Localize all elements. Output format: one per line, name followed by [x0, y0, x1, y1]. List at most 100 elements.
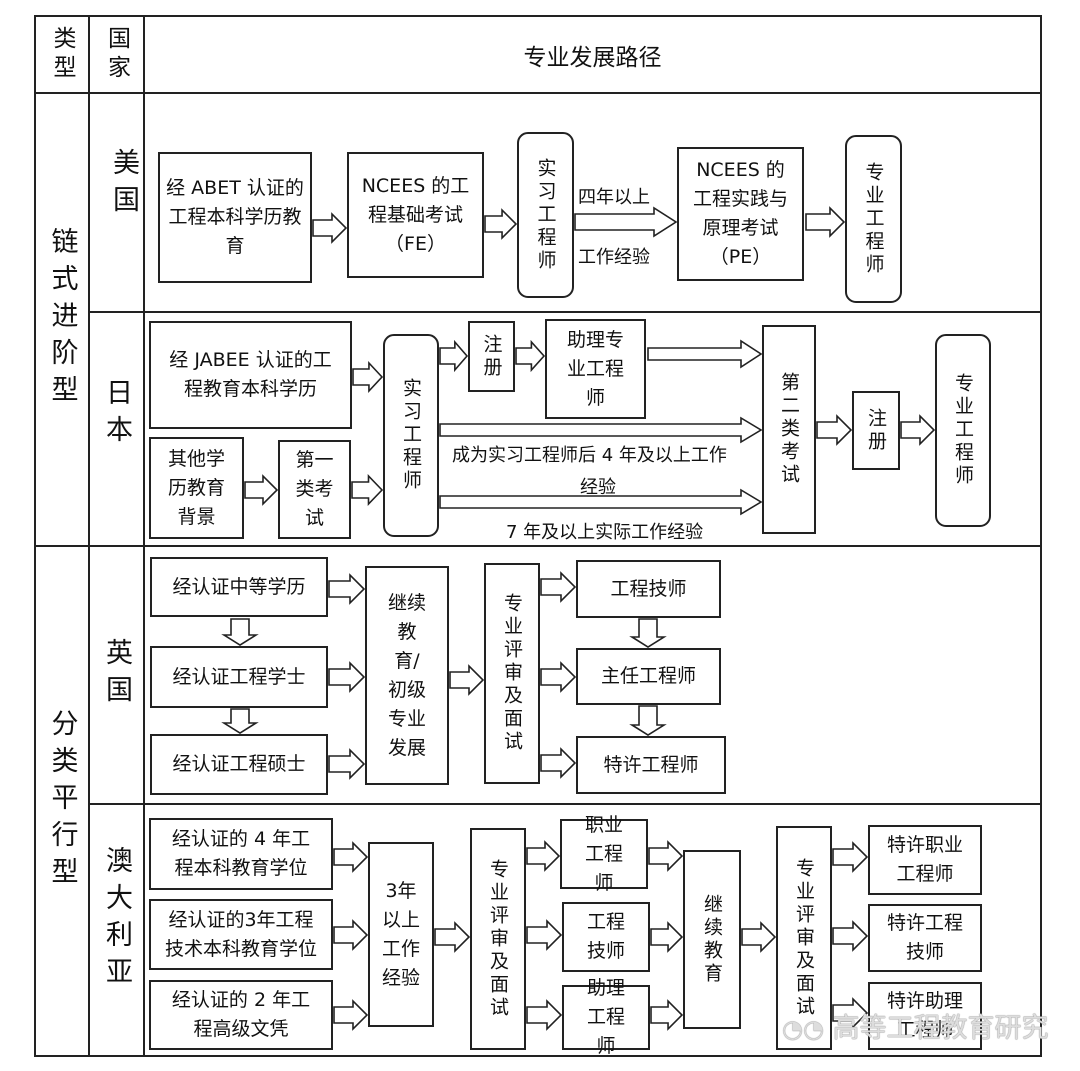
country-australia: 澳大利亚	[101, 846, 132, 994]
au-chartered-tech-box: 特许工程技师	[868, 904, 982, 972]
category-chain: 链式进阶型	[46, 227, 78, 412]
japan-assistant-box: 助理专业工程师	[545, 319, 646, 419]
arrow-au-experience-review	[434, 921, 471, 953]
table-border-bottom	[34, 1055, 1042, 1057]
arrow-uk-incorporated-chartered	[629, 705, 667, 736]
au-four-year-box: 经认证的 4 年工程本科教育学位	[149, 818, 333, 890]
arrow-au-two-experience	[333, 999, 369, 1031]
arrow-uk-cpd-review	[449, 664, 485, 696]
arrow-uk-secondary-bachelor	[221, 618, 259, 646]
arrow-uk-review-chartered	[540, 747, 577, 779]
arrow-au-review-chartered-tech	[832, 920, 869, 952]
au-continuing-box: 继续教育	[683, 850, 741, 1029]
col-divider-type-country	[88, 15, 90, 1057]
japan-path-mid: 成为实习工程师后 4 年及以上工作	[452, 445, 727, 466]
japan-register-box-1: 注册	[468, 321, 515, 392]
arrow-au-review-associate	[526, 999, 563, 1031]
usa-fe-box: NCEES 的工程基础考试（FE）	[347, 152, 484, 278]
arrow-au-three-experience	[333, 919, 369, 951]
arrow-japan-first-intern	[351, 474, 384, 506]
arrow-au-continuing-review	[741, 921, 777, 953]
arrow-japan-register-pro	[900, 414, 936, 446]
usa-exp-top: 四年以上	[578, 187, 650, 208]
arrow-usa-intern-pe	[574, 206, 678, 238]
wechat-icon: ◔◔	[782, 1015, 824, 1043]
uk-secondary-box: 经认证中等学历	[150, 557, 328, 617]
arrow-au-four-experience	[333, 841, 369, 873]
au-professional-box: 职业工程师	[560, 814, 648, 894]
arrow-usa-pe-pro	[805, 206, 846, 238]
uk-cpd-box: 继续教育/初级专业发展	[365, 566, 449, 785]
table-header-divider	[34, 92, 1042, 94]
japan-intern-box: 实习工程师	[383, 334, 439, 537]
usa-exp-bottom: 工作经验	[578, 247, 650, 268]
au-chartered-pro-box: 特许职业工程师	[868, 825, 982, 895]
japan-path-mid2: 经验	[580, 477, 616, 498]
au-review-box-1: 专业评审及面试	[470, 828, 526, 1050]
usa-pe-box: NCEES 的工程实践与原理考试（PE）	[677, 147, 804, 281]
uk-bachelor-box: 经认证工程学士	[150, 646, 328, 708]
uk-review-box: 专业评审及面试	[484, 563, 540, 784]
arrow-au-review-chartered-pro	[832, 841, 869, 873]
au-technologist-box: 工程技师	[562, 902, 650, 972]
uk-chartered-box: 特许工程师	[576, 736, 726, 794]
usa-abet-box: 经 ABET 认证的工程本科学历教育	[158, 152, 312, 283]
uk-incorporated-box: 主任工程师	[576, 648, 721, 705]
japan-other-box: 其他学历教育背景	[149, 437, 244, 539]
arrow-uk-review-incorporated	[540, 661, 577, 693]
au-two-year-box: 经认证的 2 年工程高级文凭	[149, 980, 333, 1050]
header-path: 专业发展路径	[523, 45, 662, 71]
au-chartered-assoc-box: 特许助理工程师	[868, 982, 982, 1050]
header-country: 国家	[103, 25, 130, 84]
country-uk: 英国	[101, 638, 132, 712]
watermark-text: 高等工程教育研究	[832, 1013, 1049, 1044]
arrow-au-review-professional	[526, 840, 561, 872]
japan-register-box-2: 注册	[852, 391, 900, 470]
row-divider-usa-japan	[88, 311, 1042, 313]
usa-pro-box: 专业工程师	[845, 135, 902, 303]
arrow-japan-jabee-intern	[352, 360, 384, 394]
country-usa: 美国	[108, 148, 139, 222]
arrow-uk-bachelor-master	[221, 708, 259, 734]
arrow-au-professional-continuing	[648, 840, 684, 872]
arrow-uk-secondary-cpd	[328, 573, 366, 605]
category-parallel: 分类平行型	[46, 708, 78, 894]
arrow-au-associate-continuing	[650, 999, 684, 1031]
arrow-uk-review-technician	[540, 571, 577, 603]
arrow-japan-other-first	[244, 474, 279, 506]
category-divider	[34, 545, 1042, 547]
japan-path-low: 7 年及以上实际工作经验	[506, 522, 704, 543]
table-border-right	[1040, 15, 1042, 1057]
japan-pro-box: 专业工程师	[935, 334, 991, 527]
arrow-usa-abet-fe	[312, 212, 348, 244]
arrow-uk-bachelor-cpd	[328, 661, 366, 693]
au-three-year-box: 经认证的3年工程技术本科教育学位	[149, 899, 333, 970]
country-japan: 日本	[101, 378, 132, 452]
japan-jabee-box: 经 JABEE 认证的工程教育本科学历	[149, 321, 352, 429]
table-border-top	[34, 15, 1042, 17]
arrow-au-review-chartered-assoc	[832, 997, 869, 1029]
arrow-japan-intern-register	[439, 339, 469, 373]
arrow-uk-master-cpd	[328, 748, 366, 780]
arrow-japan-assistant-second	[647, 339, 763, 369]
arrow-japan-intern-second-mid	[439, 416, 763, 444]
arrow-uk-technician-incorporated	[629, 618, 667, 648]
arrow-au-review-technologist	[526, 919, 563, 951]
table-border-left	[34, 15, 36, 1057]
watermark: ◔◔ 高等工程教育研究	[782, 1006, 1048, 1045]
col-divider-country-path	[143, 15, 145, 1057]
au-experience-box: 3年以上工作经验	[368, 842, 434, 1027]
header-type: 类型	[49, 25, 75, 84]
usa-intern-box: 实习工程师	[517, 132, 574, 298]
arrow-japan-second-register	[816, 414, 853, 446]
uk-technician-box: 工程技师	[576, 560, 721, 618]
arrow-japan-intern-second-low	[439, 488, 763, 516]
au-review-box-2: 专业评审及面试	[776, 826, 832, 1050]
arrow-au-technologist-continuing	[650, 921, 684, 953]
japan-second-exam-box: 第二类考试	[762, 325, 816, 534]
arrow-usa-fe-intern	[484, 208, 518, 240]
row-divider-uk-australia	[88, 803, 1042, 805]
japan-first-exam-box: 第一类考试	[278, 440, 351, 539]
uk-master-box: 经认证工程硕士	[150, 734, 328, 795]
